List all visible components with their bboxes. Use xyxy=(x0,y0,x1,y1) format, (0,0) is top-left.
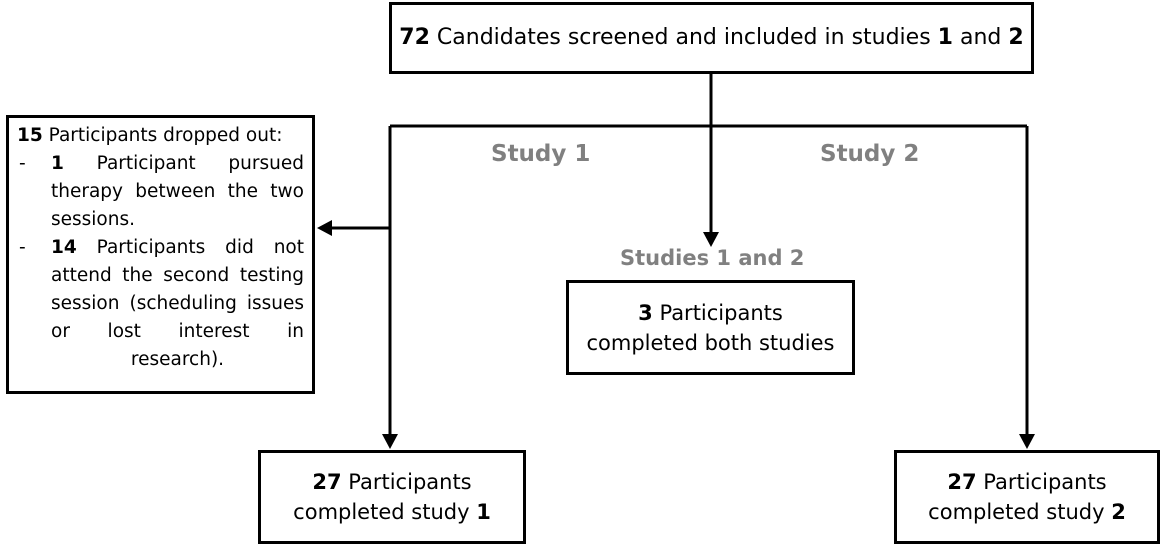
dropout-box: 15 Participants dropped out: - 1 Partici… xyxy=(6,115,315,394)
dropout-arrowhead xyxy=(317,220,332,236)
screening-text-b: and xyxy=(952,25,1009,50)
study2-completed-count: 27 xyxy=(947,470,977,494)
both-arrowhead xyxy=(703,232,719,247)
study1-completed-box: 27 Participants completed study 1 xyxy=(258,450,526,544)
study2-completed-line2: completed study 2 xyxy=(928,497,1126,527)
study1-completed-count: 27 xyxy=(312,470,342,494)
dropout-item-count: 1 xyxy=(51,153,64,174)
both-studies-count: 3 xyxy=(638,300,653,325)
study1-completed-study-number: 1 xyxy=(476,500,491,524)
dropout-item-dash: - xyxy=(19,237,26,258)
dropout-item-description: Participants did not attend the second t… xyxy=(51,237,304,370)
dropout-item-text: 1 Participant pursued therapy between th… xyxy=(51,150,304,234)
screening-text-a: Candidates screened and included in stud… xyxy=(429,25,938,50)
dropout-item: - 14 Participants did not attend the sec… xyxy=(17,234,304,374)
both-studies-box: 3 Participants completed both studies xyxy=(566,280,855,375)
both-studies-label: Studies 1 and 2 xyxy=(620,246,805,270)
study1-completed-line2: completed study 1 xyxy=(293,497,491,527)
dropout-item: - 1 Participant pursued therapy between … xyxy=(17,150,304,234)
dropout-item-description: Participant pursued therapy between the … xyxy=(51,153,304,230)
study2-label: Study 2 xyxy=(820,141,920,167)
screening-count: 72 xyxy=(399,25,430,50)
screening-text: 72 Candidates screened and included in s… xyxy=(399,23,1023,53)
both-studies-line1: 3 Participants xyxy=(638,298,783,328)
study1-completed-line1: 27 Participants xyxy=(312,467,471,497)
screening-box: 72 Candidates screened and included in s… xyxy=(389,2,1034,74)
dropout-heading-text: Participants dropped out: xyxy=(42,125,283,146)
both-studies-line1-text: Participants xyxy=(652,300,783,325)
screening-study-a: 1 xyxy=(937,25,953,50)
dropout-item-dash: - xyxy=(19,153,26,174)
study1-completed-line2-text: completed study xyxy=(293,500,477,524)
study2-arrowhead xyxy=(1019,434,1035,449)
dropout-item-count: 14 xyxy=(51,237,77,258)
dropout-heading: 15 Participants dropped out: xyxy=(17,122,304,150)
screening-study-b: 2 xyxy=(1008,25,1024,50)
study1-arrowhead xyxy=(382,434,398,449)
dropout-item-text: 14 Participants did not attend the secon… xyxy=(51,234,304,374)
study2-completed-line1: 27 Participants xyxy=(947,467,1106,497)
both-studies-line2: completed both studies xyxy=(586,330,835,355)
study2-completed-study-number: 2 xyxy=(1111,500,1126,524)
study2-completed-line1-text: Participants xyxy=(976,470,1107,494)
study1-completed-line1-text: Participants xyxy=(341,470,472,494)
dropout-count: 15 xyxy=(17,125,43,146)
study1-label: Study 1 xyxy=(491,141,591,167)
study2-completed-box: 27 Participants completed study 2 xyxy=(894,450,1160,544)
study2-completed-line2-text: completed study xyxy=(928,500,1112,524)
